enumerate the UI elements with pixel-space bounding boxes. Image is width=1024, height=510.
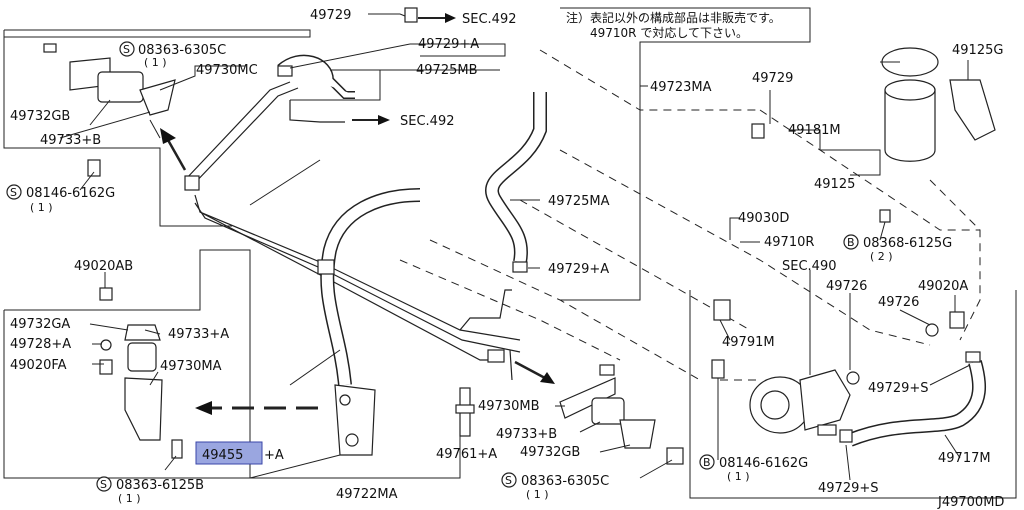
diagram-id: J49700MD bbox=[937, 495, 1004, 510]
pressure-pipes bbox=[184, 81, 521, 381]
callout-49030d[interactable]: 49030D bbox=[738, 211, 789, 226]
callout-49725mb[interactable]: 49725MB bbox=[416, 63, 478, 78]
callout-49730mb[interactable]: 49730MB bbox=[478, 399, 540, 414]
bolt-code: 08363-6305C bbox=[138, 43, 226, 58]
callout-49761a[interactable]: 49761+A bbox=[436, 447, 497, 462]
note-line-2: 49710R で対応して下さい。 bbox=[590, 26, 748, 40]
callout-49125[interactable]: 49125 bbox=[814, 177, 855, 192]
bolt-qty: ( 1 ) bbox=[526, 488, 549, 501]
small-clamps bbox=[87, 7, 981, 443]
note-box bbox=[560, 7, 811, 301]
leader-lines bbox=[59, 13, 971, 481]
bolt-qty: ( 1 ) bbox=[144, 56, 167, 69]
pressure-switch bbox=[455, 387, 475, 437]
bolt-code: 08363-6305C bbox=[521, 474, 609, 489]
arrow-down-right-icon bbox=[540, 372, 555, 384]
bolt-08146-6162g-right[interactable]: B 08146-6162G ( 1 ) bbox=[699, 454, 808, 483]
bolt-symbol: S bbox=[10, 186, 17, 199]
clamp-right bbox=[559, 364, 684, 465]
bolt-08363-6305c-bottom[interactable]: S 08363-6305C ( 1 ) bbox=[501, 472, 609, 501]
dashed-leaders bbox=[200, 49, 981, 410]
reservoir-tank bbox=[881, 47, 996, 162]
highlighted-part-suffix: +A bbox=[264, 448, 284, 463]
clamp-top-left bbox=[43, 43, 176, 116]
callout-49722ma[interactable]: 49722MA bbox=[336, 487, 398, 502]
callout-49729-top[interactable]: 49729 bbox=[310, 8, 351, 23]
callout-49020a[interactable]: 49020A bbox=[918, 279, 968, 294]
callout-49726-b[interactable]: 49726 bbox=[878, 295, 919, 310]
arrow-right-icon bbox=[445, 13, 456, 23]
bolt-qty: ( 2 ) bbox=[870, 250, 893, 263]
callout-49125g[interactable]: 49125G bbox=[952, 43, 1003, 58]
arrow-left-icon bbox=[195, 401, 212, 415]
bolt-code: 08146-6162G bbox=[719, 456, 808, 471]
callout-49020fa[interactable]: 49020FA bbox=[10, 358, 67, 373]
callout-49732ga[interactable]: 49732GA bbox=[10, 317, 70, 332]
callout-49729s-a[interactable]: 49729+S bbox=[868, 381, 929, 396]
callout-49732gb-top-left[interactable]: 49732GB bbox=[10, 109, 70, 124]
callout-49710r[interactable]: 49710R bbox=[764, 235, 814, 250]
bolt-qty: ( 1 ) bbox=[118, 492, 141, 505]
bolt-08146-6162g-left[interactable]: S 08146-6162G ( 1 ) bbox=[6, 184, 115, 214]
highlighted-part-code[interactable]: 49455 bbox=[202, 448, 243, 463]
callout-49791m[interactable]: 49791M bbox=[722, 335, 775, 350]
callout-49728a[interactable]: 49728+A bbox=[10, 337, 71, 352]
arrows bbox=[160, 13, 555, 415]
callout-49733b-top-left[interactable]: 49733+B bbox=[40, 133, 101, 148]
callout-49181m[interactable]: 49181M bbox=[788, 123, 841, 138]
callout-49729s-b[interactable]: 49729+S bbox=[818, 481, 879, 496]
section-ref-middle[interactable]: SEC.492 bbox=[400, 114, 455, 129]
note-line-1: 注）表記以外の構成部品は非販売です。 bbox=[566, 10, 781, 25]
arrow-up-left-icon bbox=[160, 128, 176, 144]
oil-pump bbox=[749, 369, 851, 436]
right-frame bbox=[689, 290, 1017, 499]
bolt-symbol: S bbox=[505, 474, 512, 487]
callout-49020ab[interactable]: 49020AB bbox=[74, 259, 133, 274]
bolt-symbol: S bbox=[123, 43, 130, 56]
bolt-08363-6305c-top[interactable]: S 08363-6305C ( 1 ) bbox=[119, 41, 226, 69]
hoses bbox=[277, 54, 987, 447]
callout-49729a-top[interactable]: 49729+A bbox=[418, 37, 479, 52]
callout-49733a[interactable]: 49733+A bbox=[168, 327, 229, 342]
bottom-left-frame bbox=[3, 249, 251, 479]
bolt-code: 08368-6125G bbox=[863, 236, 952, 251]
bolt-symbol: B bbox=[847, 236, 855, 249]
bolt-08368-6125g[interactable]: B 08368-6125G ( 2 ) bbox=[843, 234, 952, 263]
bolt-code: 08146-6162G bbox=[26, 186, 115, 201]
callout-49729-reservoir[interactable]: 49729 bbox=[752, 71, 793, 86]
callout-49726-a[interactable]: 49726 bbox=[826, 279, 867, 294]
callout-49723ma[interactable]: 49723MA bbox=[650, 80, 712, 95]
callout-49717m[interactable]: 49717M bbox=[938, 451, 991, 466]
callout-49725ma[interactable]: 49725MA bbox=[548, 194, 610, 209]
bolt-08363-6125b[interactable]: S 08363-6125B ( 1 ) bbox=[96, 476, 204, 505]
section-ref-pump[interactable]: SEC.490 bbox=[782, 259, 837, 274]
labels: 49729 SEC.492 注）表記以外の構成部品は非販売です。 49710R … bbox=[10, 8, 1004, 510]
bolt-symbol: S bbox=[100, 478, 107, 491]
callout-49730mc[interactable]: 49730MC bbox=[196, 63, 258, 78]
callout-49730ma[interactable]: 49730MA bbox=[160, 359, 222, 374]
callout-49732gb-right[interactable]: 49732GB bbox=[520, 445, 580, 460]
arrow-right-icon bbox=[378, 115, 390, 125]
bolt-code: 08363-6125B bbox=[116, 478, 204, 493]
bolt-qty: ( 1 ) bbox=[30, 201, 53, 214]
bolt-qty: ( 1 ) bbox=[727, 470, 750, 483]
callout-49729a-mid[interactable]: 49729+A bbox=[548, 262, 609, 277]
highlighted-part-box[interactable] bbox=[195, 441, 263, 465]
cooler-bracket bbox=[334, 384, 376, 456]
callout-49733b-right[interactable]: 49733+B bbox=[496, 427, 557, 442]
section-ref-top[interactable]: SEC.492 bbox=[462, 12, 517, 27]
bolt-symbol: B bbox=[703, 456, 711, 469]
